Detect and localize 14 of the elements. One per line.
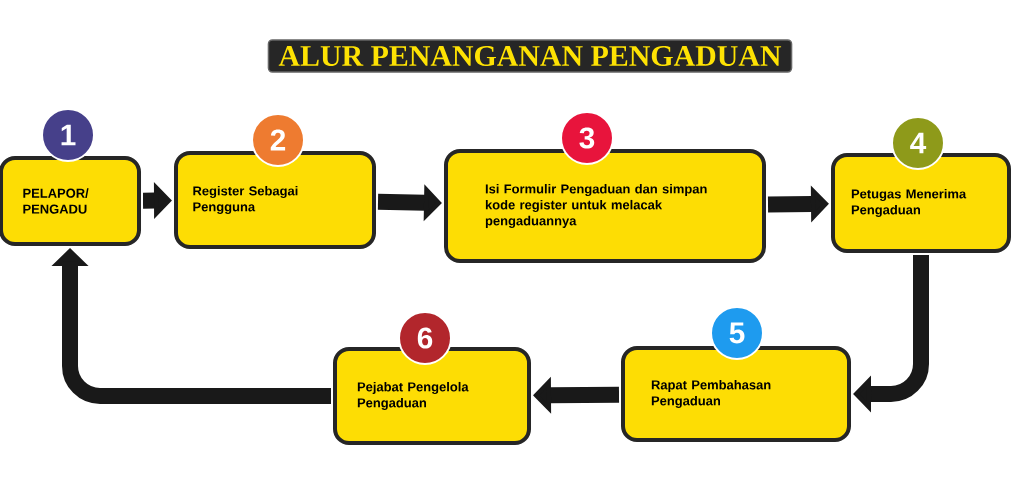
- process-box: Register Sebagai Pengguna: [174, 151, 376, 249]
- number-badge: 4: [891, 116, 945, 170]
- process-box: Petugas Menerima Pengaduan: [831, 153, 1011, 253]
- number-badge: 2: [251, 113, 305, 167]
- process-box: Isi Formulir Pengaduan dan simpan kode register untuk melacak pengaduannya: [444, 149, 766, 263]
- arrow: [51, 248, 331, 404]
- arrow: [853, 255, 929, 413]
- number-badge: 1: [41, 108, 95, 162]
- title-banner: ALUR PENANGANAN PENGADUAN: [267, 39, 793, 73]
- process-box: Rapat Pembahasan Pengaduan: [621, 346, 851, 442]
- number-badge: 3: [560, 111, 614, 165]
- process-box: PELAPOR/ PENGADU: [0, 156, 141, 246]
- number-badge: 6: [398, 311, 452, 365]
- number-badge: 5: [710, 306, 764, 360]
